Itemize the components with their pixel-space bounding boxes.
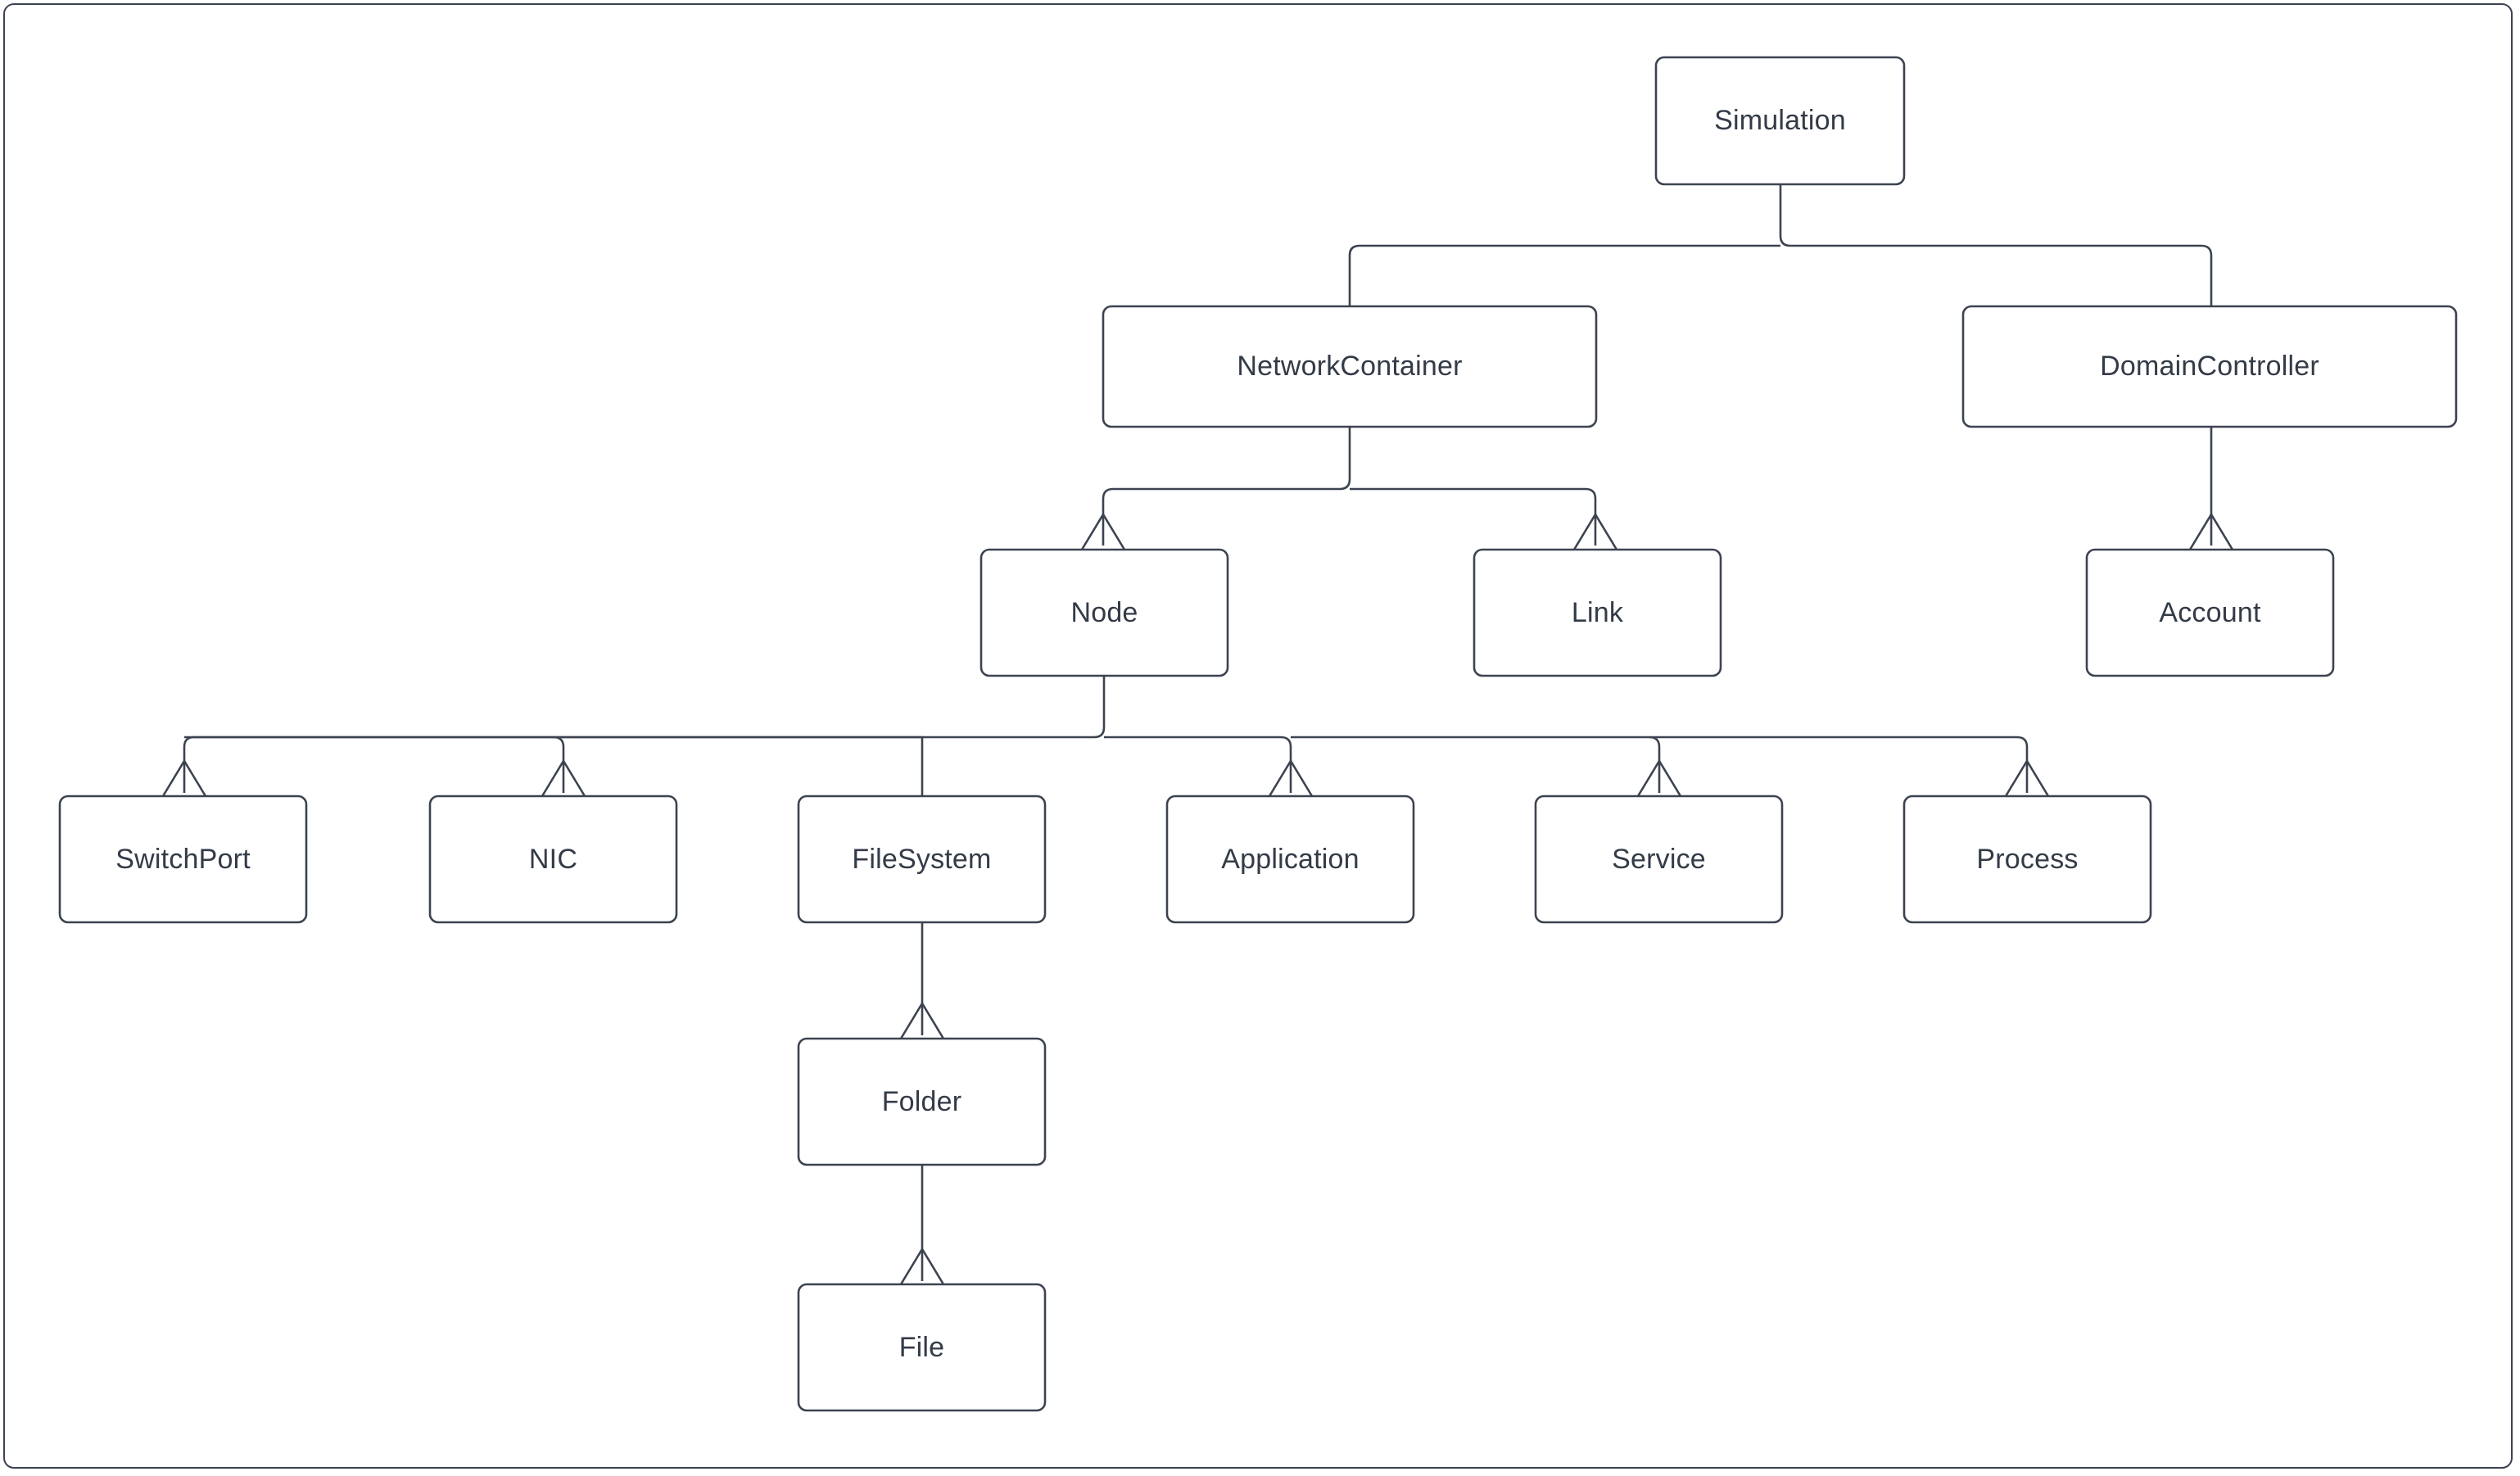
- edge-networkcontainer-bus: [1102, 427, 1351, 546]
- arrowhead-layer: [161, 512, 2234, 1285]
- arrowhead-application: [1268, 758, 1314, 797]
- node-box-process[interactable]: [1902, 795, 2152, 924]
- node-box-node[interactable]: [979, 548, 1229, 677]
- arrowhead-process: [2004, 758, 2050, 797]
- arrowhead-nic: [541, 758, 586, 797]
- node-box-simulation[interactable]: [1654, 56, 1906, 186]
- edge-bus-application: [1104, 736, 1292, 793]
- node-box-domaincontroller[interactable]: [1961, 305, 2458, 428]
- edge-bus-process: [1659, 736, 2029, 793]
- node-box-link[interactable]: [1473, 548, 1722, 677]
- arrowhead-account: [2188, 512, 2234, 550]
- node-box-application[interactable]: [1165, 795, 1415, 924]
- edge-bus-networkcontainer: [1348, 244, 1780, 306]
- arrowhead-service: [1636, 758, 1682, 797]
- page-frame: [3, 3, 2513, 1469]
- node-box-layer: [58, 56, 2458, 1412]
- arrowhead-switchport: [161, 758, 207, 797]
- arrowhead-file: [899, 1247, 945, 1285]
- node-box-filesystem[interactable]: [797, 795, 1047, 924]
- node-box-switchport[interactable]: [58, 795, 308, 924]
- arrowhead-link: [1572, 512, 1618, 550]
- connector-layer: [183, 184, 2213, 1281]
- node-box-account[interactable]: [2085, 548, 2335, 677]
- edge-node-bus: [183, 676, 1106, 793]
- arrowhead-folder: [899, 1001, 945, 1039]
- node-box-file[interactable]: [797, 1283, 1047, 1412]
- node-box-nic[interactable]: [428, 795, 678, 924]
- edge-bus-link: [1350, 487, 1597, 546]
- edge-simulation-bus: [1779, 184, 2213, 306]
- arrowhead-node: [1080, 512, 1126, 550]
- node-box-folder[interactable]: [797, 1037, 1047, 1166]
- node-box-networkcontainer[interactable]: [1102, 305, 1598, 428]
- node-box-service[interactable]: [1534, 795, 1784, 924]
